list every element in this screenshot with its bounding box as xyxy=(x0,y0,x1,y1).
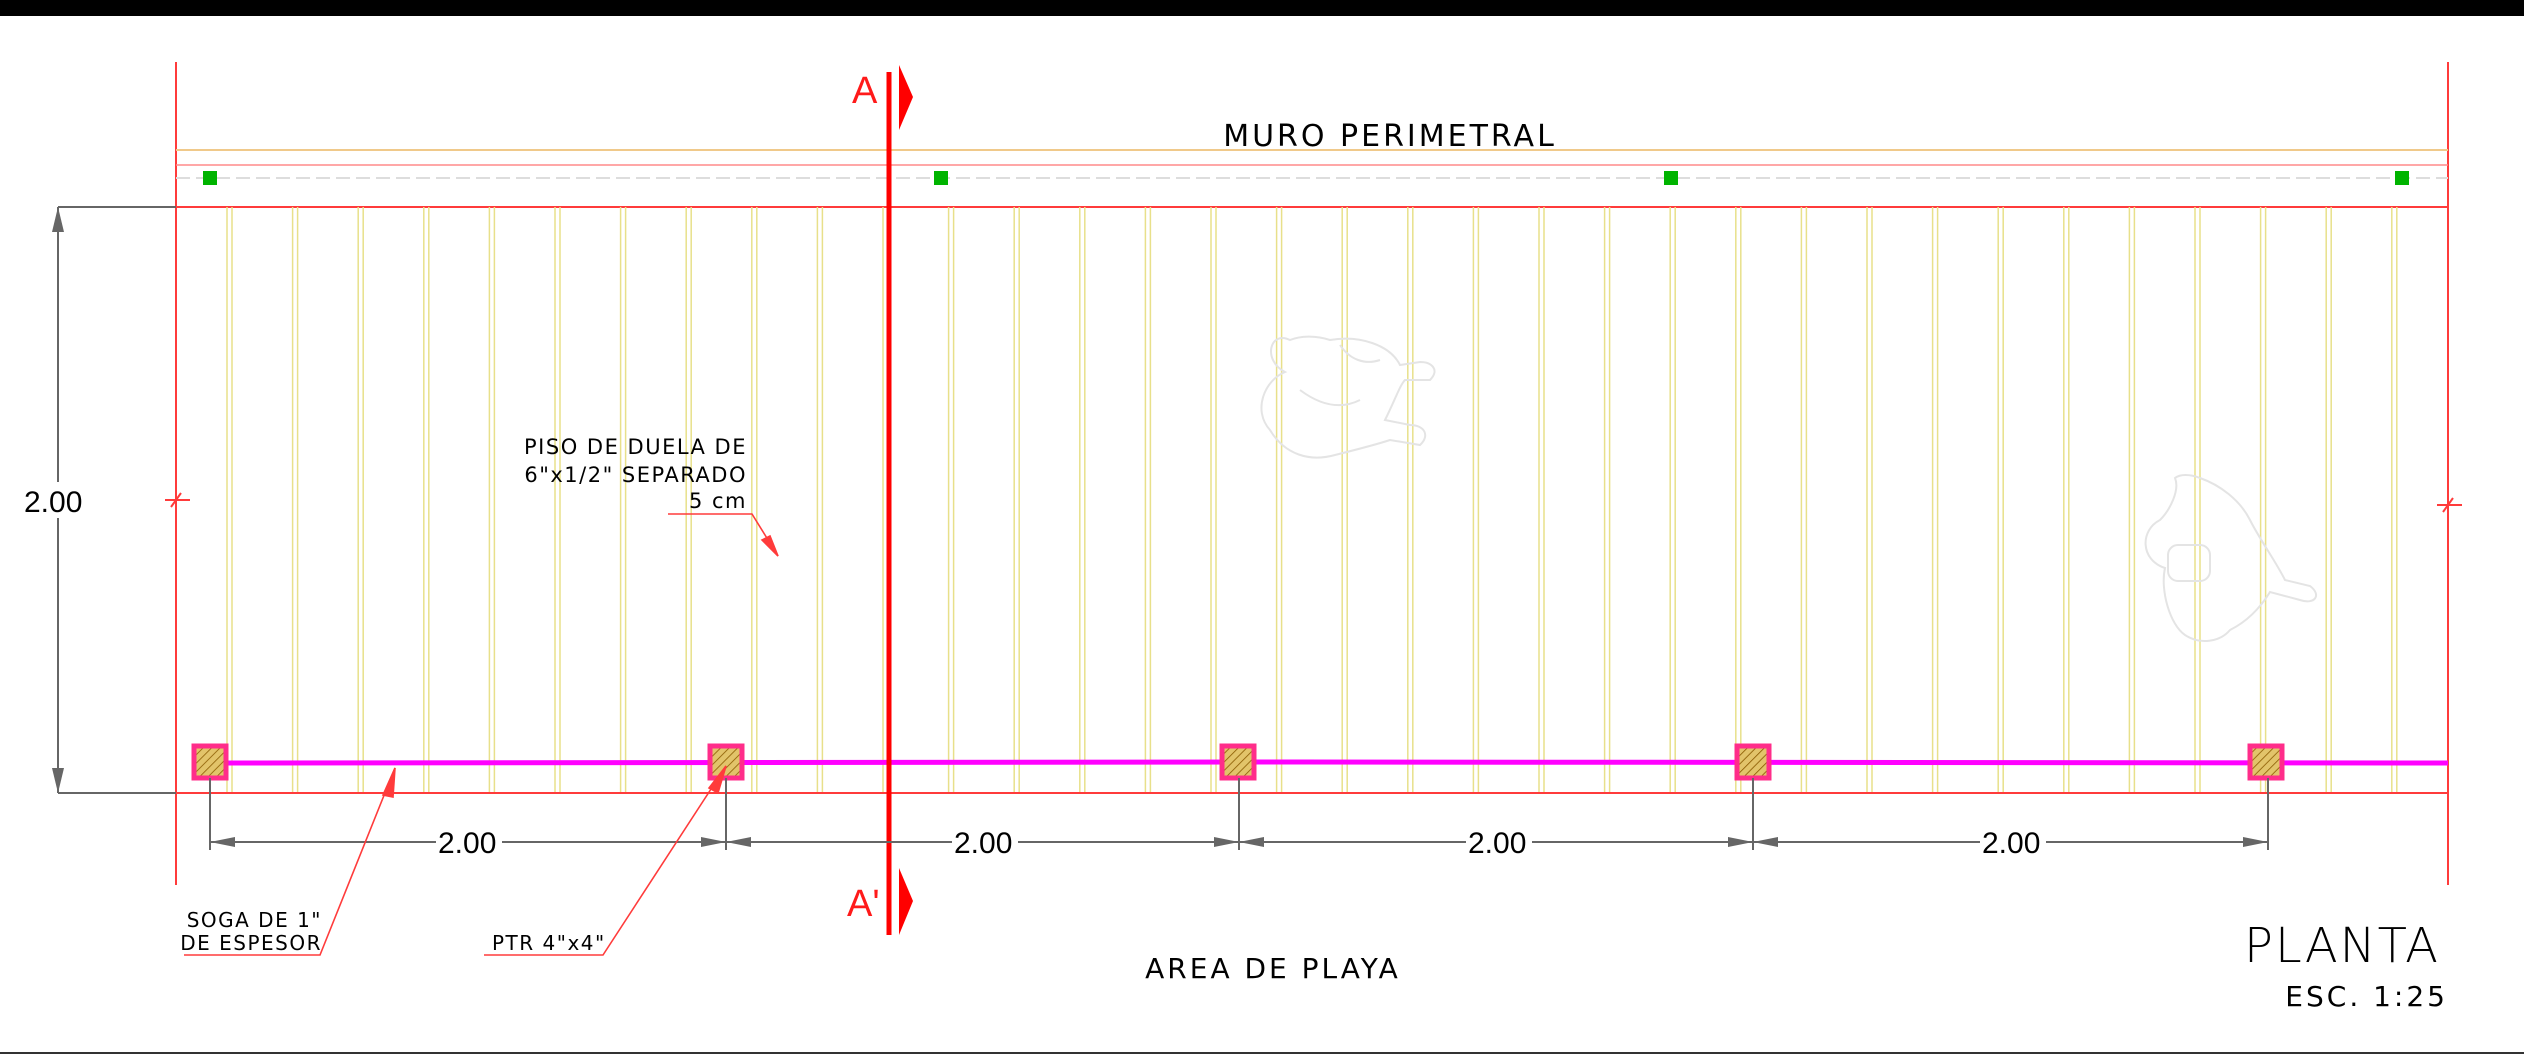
floor-note-line-1: PISO DE DUELA DE xyxy=(524,435,747,459)
floor-planks xyxy=(226,207,2398,793)
section-label-bottom: A' xyxy=(847,883,880,925)
dimension-arrows xyxy=(210,837,2268,847)
drawing-scale: ESC. 1:25 xyxy=(2285,980,2448,1013)
rope-note-leader xyxy=(184,767,396,956)
plan-limits xyxy=(175,62,2449,885)
section-label-top: A xyxy=(852,70,878,112)
post-note-leader xyxy=(484,765,727,956)
dimension-label-3: 2.00 xyxy=(1468,827,1526,860)
ptr-post xyxy=(1734,743,1772,781)
wall-marker xyxy=(1664,171,1678,185)
dimension-label-2: 2.00 xyxy=(954,827,1012,860)
drawing-title: PLANTA xyxy=(2244,918,2440,974)
wall-label: MURO PERIMETRAL xyxy=(1223,119,1557,154)
rope-line xyxy=(209,759,2449,766)
wall-marker xyxy=(934,171,948,185)
post-note: PTR 4"x4" xyxy=(492,931,606,955)
ptr-post xyxy=(707,743,745,781)
ptr-post xyxy=(1219,743,1257,781)
wall-marker xyxy=(2395,171,2409,185)
horizontal-dimension-line xyxy=(209,778,2269,850)
perimeter-wall xyxy=(176,149,2448,208)
dimension-label-1: 2.00 xyxy=(438,827,496,860)
wall-marker xyxy=(203,171,217,185)
dog-figure-1 xyxy=(1260,335,1436,459)
floor-note-leader xyxy=(668,513,779,557)
vertical-dimension-label: 2.00 xyxy=(24,486,82,519)
top-border xyxy=(0,0,2524,16)
break-symbols xyxy=(165,492,2462,513)
wall-markers xyxy=(203,171,2409,185)
section-line xyxy=(886,65,913,935)
floor-note-line-3: 5 cm xyxy=(689,489,747,513)
area-label: AREA DE PLAYA xyxy=(1145,952,1401,985)
ptr-post xyxy=(2247,743,2285,781)
dog-figure-2 xyxy=(2144,474,2318,642)
rope-note-line-1: SOGA DE 1" xyxy=(187,908,322,932)
dimension-label-4: 2.00 xyxy=(1982,827,2040,860)
ptr-post xyxy=(191,743,229,781)
rope-note-line-2: DE ESPESOR xyxy=(180,931,322,955)
floor-note-line-2: 6"x1/2" SEPARADO xyxy=(524,463,747,487)
